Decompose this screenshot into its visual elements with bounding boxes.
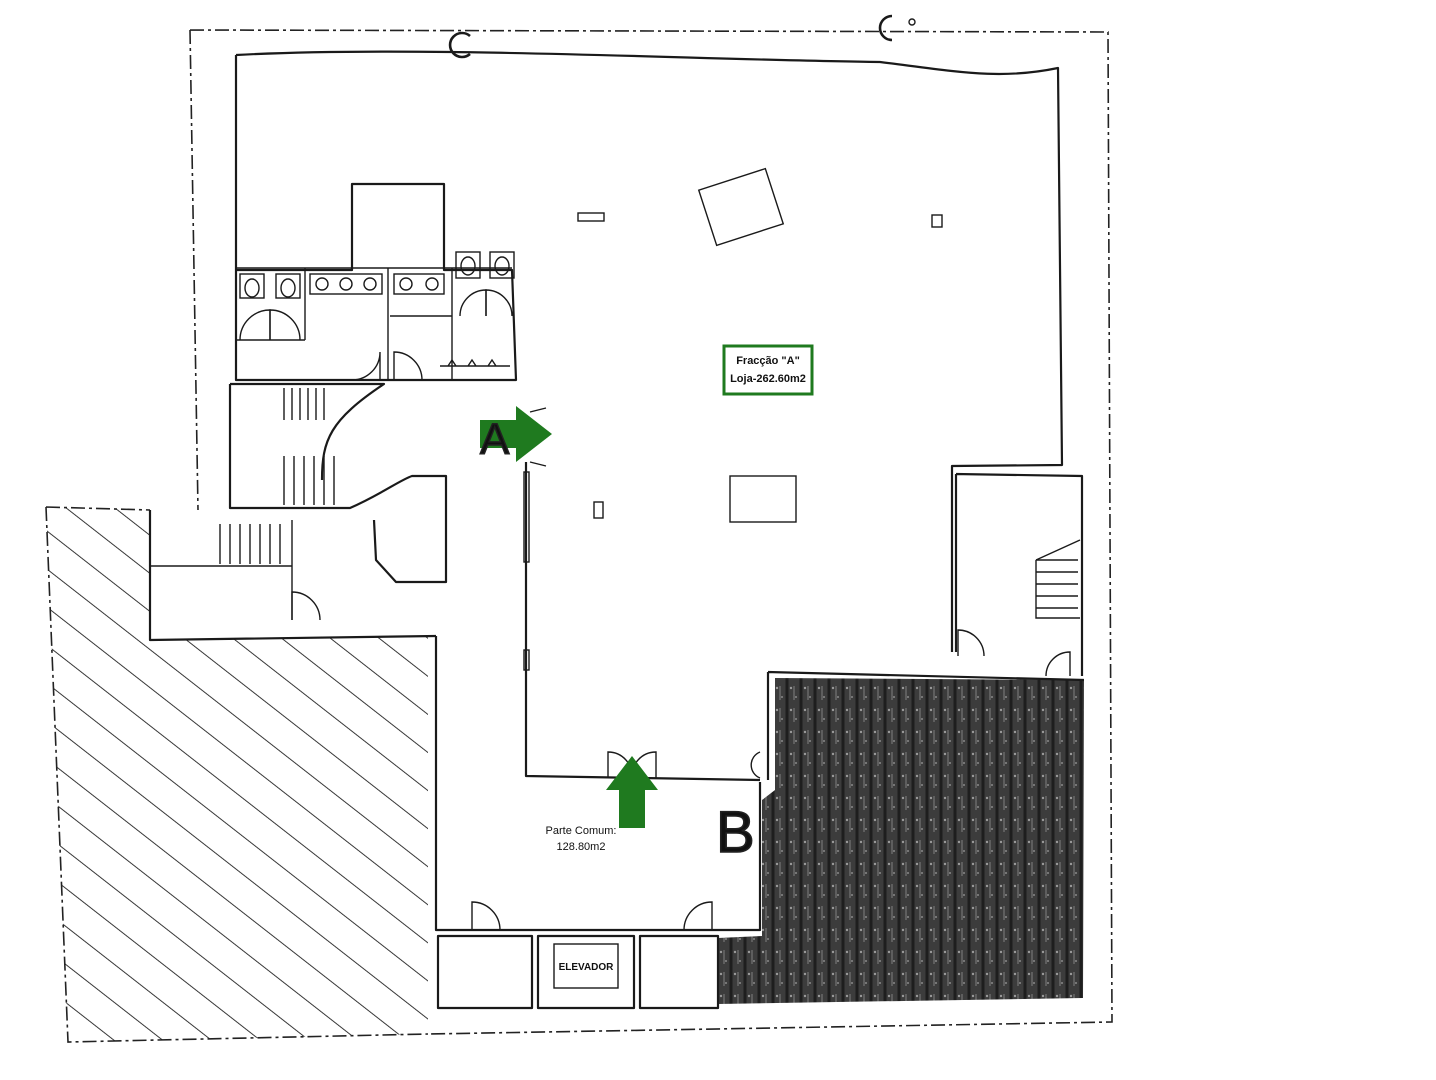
survey-marks xyxy=(448,14,916,59)
elevador-label: ELEVADOR xyxy=(559,962,615,973)
entrance-label-b: B xyxy=(716,800,755,865)
dark-area-bottom-right xyxy=(718,678,1084,1004)
fraccao-label-box xyxy=(722,344,814,396)
entrance-arrow-a xyxy=(480,406,552,462)
parte-comum-area: 128.80m2 xyxy=(557,841,606,853)
fixtures xyxy=(239,251,515,367)
fraccao-area: Loja-262.60m2 xyxy=(730,373,806,385)
walls xyxy=(148,50,1085,1010)
outer-boundary xyxy=(189,29,1113,1035)
fraccao-title: Fracção "A" xyxy=(736,355,800,367)
entrance-label-a: A xyxy=(480,415,510,464)
hatched-area-left xyxy=(45,506,429,1043)
stairs xyxy=(219,388,1081,619)
columns xyxy=(523,167,943,671)
elevador-box xyxy=(553,943,619,989)
parte-comum-title: Parte Comum: xyxy=(546,825,617,837)
entrance-arrow-b xyxy=(606,756,658,828)
